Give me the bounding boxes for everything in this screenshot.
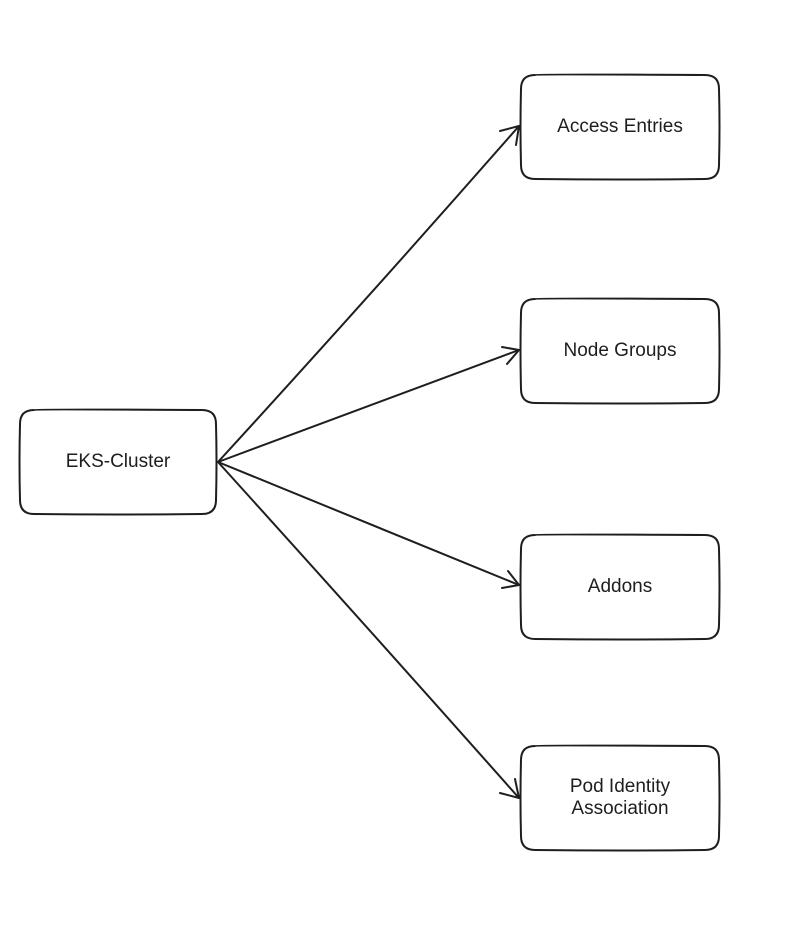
eks-cluster-box[interactable] — [18, 408, 218, 516]
arrow-to-node-groups — [217, 346, 520, 463]
arrow-to-access-entries — [217, 125, 520, 463]
addons-box[interactable] — [519, 533, 721, 641]
arrow-to-addons — [217, 461, 520, 589]
node-groups-box[interactable] — [519, 297, 721, 405]
pod-identity-association-box[interactable] — [519, 744, 721, 852]
arrow-to-pod-identity-association — [217, 461, 520, 799]
access-entries-box[interactable] — [519, 73, 721, 181]
